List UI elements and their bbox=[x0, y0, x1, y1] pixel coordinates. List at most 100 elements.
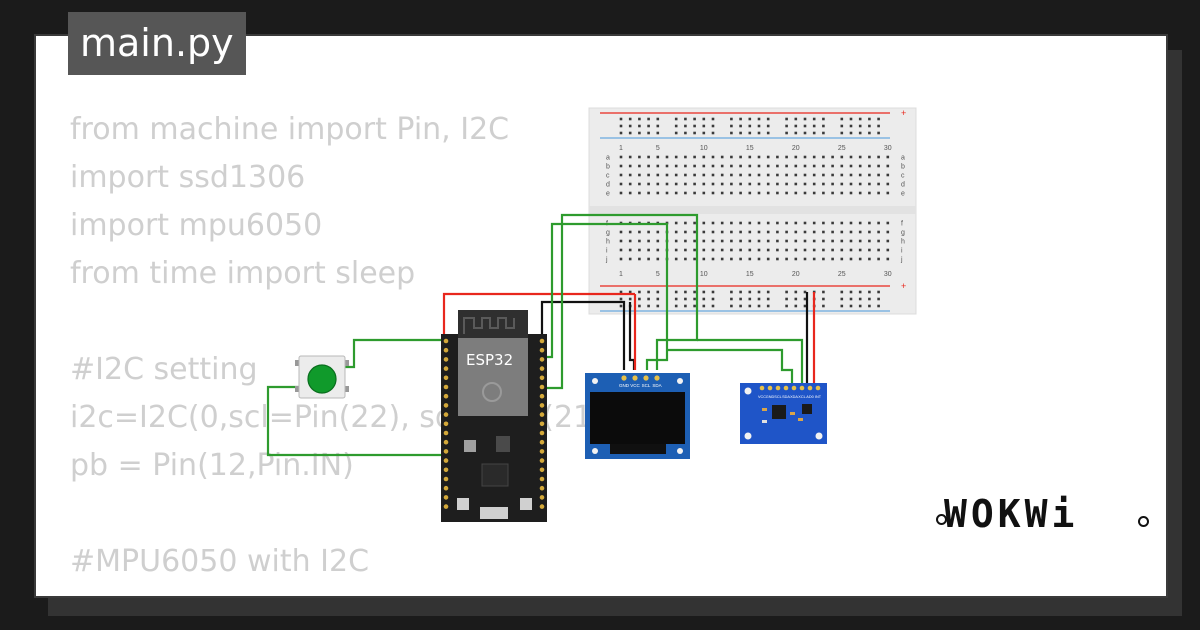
rail-hole bbox=[684, 297, 687, 301]
breadboard-hole bbox=[803, 221, 807, 225]
rail-hole bbox=[638, 124, 641, 128]
header-pin bbox=[443, 393, 449, 399]
breadboard-hole bbox=[840, 182, 844, 186]
code-line: pb = Pin(12,Pin.IN) bbox=[70, 448, 354, 483]
mpu-pin bbox=[767, 385, 773, 391]
breadboard-hole bbox=[840, 164, 844, 168]
breadboard-hole bbox=[858, 191, 862, 195]
breadboard-hole bbox=[638, 230, 641, 234]
breadboard-hole bbox=[812, 239, 816, 243]
code-line: import ssd1306 bbox=[70, 160, 306, 195]
breadboard-hole bbox=[702, 221, 706, 225]
breadboard-hole bbox=[656, 173, 660, 177]
column-label: 30 bbox=[884, 145, 892, 152]
row-label: j bbox=[605, 257, 608, 264]
breadboard-hole bbox=[739, 164, 742, 168]
breadboard-hole bbox=[638, 248, 641, 252]
header-pin bbox=[539, 430, 545, 436]
breadboard-hole bbox=[647, 191, 650, 195]
breadboard-hole bbox=[684, 230, 687, 234]
breadboard-hole bbox=[766, 155, 770, 159]
breadboard-center-gap bbox=[589, 206, 916, 214]
breadboard-hole bbox=[628, 182, 632, 186]
breadboard-hole bbox=[757, 257, 761, 261]
breadboard-hole bbox=[619, 230, 623, 234]
breadboard-hole bbox=[849, 182, 853, 186]
esp32-module-shield bbox=[458, 338, 528, 416]
code-line: mpu = mpu6050.MPU6050(i2c) bbox=[70, 586, 616, 596]
rail-hole bbox=[702, 117, 706, 121]
row-label: b bbox=[606, 164, 610, 171]
breadboard-hole bbox=[776, 155, 779, 159]
rail-hole bbox=[674, 304, 678, 308]
breadboard-hole bbox=[886, 248, 890, 252]
breadboard-hole bbox=[656, 257, 660, 261]
breadboard-hole bbox=[831, 248, 834, 252]
micro-usb-port[interactable] bbox=[480, 507, 508, 519]
breadboard-hole bbox=[868, 182, 871, 186]
breadboard-hole bbox=[831, 239, 834, 243]
button-cap[interactable] bbox=[307, 364, 337, 394]
file-tab[interactable]: main.py bbox=[68, 12, 246, 75]
antenna-trace bbox=[463, 317, 515, 334]
rail-hole bbox=[766, 124, 770, 128]
breadboard-hole bbox=[886, 191, 890, 195]
wire-green-scl-mpu bbox=[697, 338, 804, 384]
rail-hole bbox=[785, 131, 788, 135]
breadboard-hole bbox=[628, 155, 632, 159]
breadboard-hole bbox=[803, 155, 807, 159]
rail-hole bbox=[849, 131, 853, 135]
wokwi-logo[interactable]: WOKWi bbox=[936, 492, 1149, 536]
breadboard-hole bbox=[748, 248, 752, 252]
rail-hole bbox=[684, 290, 687, 294]
rail-hole bbox=[628, 290, 632, 294]
push-button[interactable] bbox=[295, 355, 349, 399]
breadboard-hole bbox=[822, 239, 825, 243]
oled-pin-label: GND bbox=[619, 383, 630, 388]
breadboard-hole bbox=[785, 164, 788, 168]
rail-hole bbox=[647, 304, 650, 308]
breadboard-hole bbox=[656, 182, 660, 186]
rail-hole bbox=[748, 290, 752, 294]
breadboard-hole bbox=[868, 173, 871, 177]
breadboard-hole bbox=[730, 221, 733, 225]
breadboard-hole bbox=[739, 173, 742, 177]
button-leg bbox=[295, 360, 299, 366]
rail-hole bbox=[711, 117, 715, 121]
breadboard-hole bbox=[785, 257, 788, 261]
header-pin bbox=[443, 403, 449, 408]
breadboard-hole bbox=[766, 257, 770, 261]
boot-button[interactable] bbox=[457, 498, 469, 510]
breadboard-hole bbox=[785, 239, 788, 243]
breadboard-hole bbox=[776, 230, 779, 234]
breadboard-hole bbox=[812, 173, 816, 177]
breadboard-hole bbox=[776, 221, 779, 225]
breadboard-hole bbox=[840, 248, 844, 252]
breadboard-hole bbox=[619, 248, 623, 252]
breadboard-hole bbox=[840, 230, 844, 234]
column-label: 25 bbox=[838, 145, 846, 152]
rail-hole bbox=[757, 131, 761, 135]
breadboard-hole bbox=[785, 191, 788, 195]
breadboard-hole bbox=[766, 248, 770, 252]
header-pin bbox=[539, 458, 545, 463]
breadboard-hole bbox=[720, 155, 724, 159]
espressif-logo bbox=[482, 382, 502, 402]
breadboard-hole bbox=[684, 173, 687, 177]
breadboard-hole bbox=[628, 257, 632, 261]
breadboard-hole bbox=[674, 191, 678, 195]
rail-hole bbox=[693, 304, 696, 308]
breadboard-hole bbox=[638, 164, 641, 168]
code-line: from time import sleep bbox=[70, 256, 416, 291]
en-button[interactable] bbox=[520, 498, 532, 510]
rail-hole bbox=[619, 290, 623, 294]
esp32-board[interactable]: ESP32 bbox=[441, 310, 547, 522]
breadboard-hole bbox=[877, 239, 880, 243]
rail-hole bbox=[785, 117, 788, 121]
breadboard-hole bbox=[785, 173, 788, 177]
